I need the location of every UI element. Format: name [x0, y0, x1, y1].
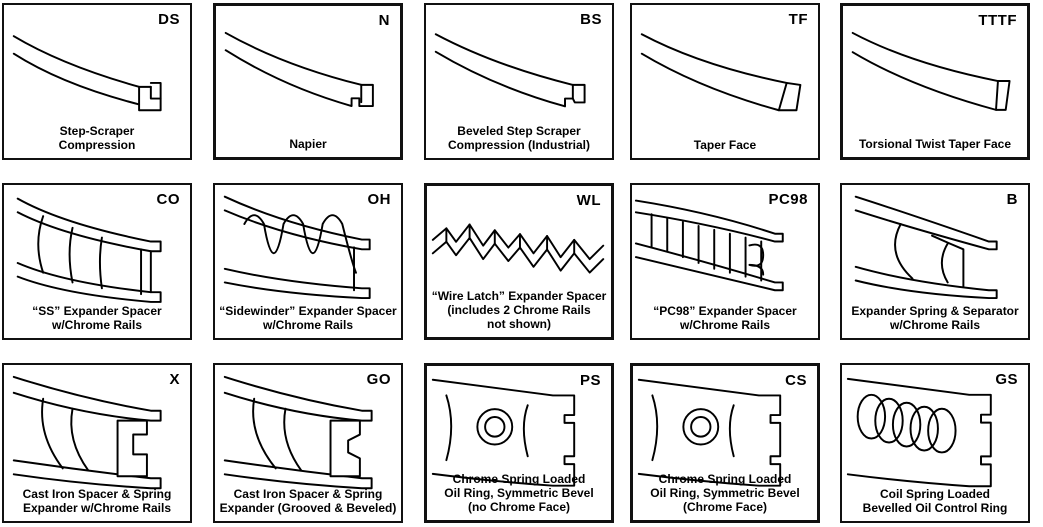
ring-caption-line: Cast Iron Spacer & Spring [233, 487, 383, 501]
ring-caption-line: Chrome Spring Loaded [452, 472, 586, 486]
ring-code: PS [579, 372, 601, 389]
ring-caption-line: Napier [289, 137, 327, 151]
ring-cross-section-drawing [634, 199, 784, 292]
ring-caption-line: w/Chrome Rails [679, 318, 771, 332]
ring-code: DS [158, 11, 180, 28]
ring-caption-line: w/Chrome Rails [51, 318, 143, 332]
ring-caption-line: “Sidewinder” Expander Spacer [219, 304, 397, 318]
ring-caption-line: Compression [58, 138, 136, 152]
ring-card-n: N Napier [213, 3, 403, 160]
ring-caption-line: Expander (Grooved & Beveled) [219, 501, 397, 515]
ring-card-tf: TF Taper Face [630, 3, 820, 160]
ring-caption-line: Coil Spring Loaded [880, 487, 990, 501]
ring-caption-line: Step-Scraper [59, 124, 135, 138]
ring-caption-line: Taper Face [693, 138, 757, 152]
ring-cross-section-drawing [637, 378, 782, 487]
ring-caption: Napier [220, 137, 396, 151]
ring-code: B [1006, 191, 1018, 208]
ring-code: OH [367, 191, 391, 208]
ring-caption-line: Compression (Industrial) [447, 138, 590, 152]
ring-cross-section-drawing [12, 375, 162, 490]
ring-caption: Torsional Twist Taper Face [847, 137, 1023, 151]
ring-caption: Taper Face [636, 138, 814, 152]
ring-caption-line: Torsional Twist Taper Face [858, 137, 1012, 151]
ring-cross-section-drawing [854, 195, 998, 300]
ring-caption-line: Expander Spring & Separator [851, 304, 1019, 318]
ring-caption-line: Oil Ring, Symmetric Bevel [650, 486, 800, 500]
ring-caption-line: Cast Iron Spacer & Spring [22, 487, 172, 501]
ring-caption-line: “PC98” Expander Spacer [653, 304, 797, 318]
ring-card-tttf: TTTF Torsional Twist Taper Face [840, 3, 1030, 160]
ring-card-wl: WL “Wire Latch” Expander Spacer(includes … [424, 183, 614, 340]
ring-code: WL [576, 192, 601, 209]
ring-code: GS [995, 371, 1018, 388]
ring-cross-section-drawing [640, 33, 802, 112]
ring-caption-line: Expander w/Chrome Rails [22, 501, 172, 515]
ring-caption-line: Beveled Step Scraper [457, 124, 581, 138]
ring-code: N [378, 12, 390, 29]
ring-cross-section-drawing [434, 33, 586, 108]
ring-cross-section-drawing [12, 35, 162, 112]
ring-caption-line: “SS” Expander Spacer [32, 304, 162, 318]
ring-code: BS [580, 11, 602, 28]
ring-cross-section-drawing [16, 197, 162, 303]
ring-cross-section-drawing [431, 223, 605, 274]
ring-cross-section-drawing [224, 31, 374, 107]
ring-caption-line: (no Chrome Face) [467, 500, 570, 514]
ring-code: CS [785, 372, 807, 389]
ring-caption: “Wire Latch” Expander Spacer(includes 2 … [431, 289, 607, 331]
ring-caption-line: “Wire Latch” Expander Spacer [431, 289, 607, 303]
ring-caption-line: w/Chrome Rails [889, 318, 981, 332]
ring-code: TF [788, 11, 808, 28]
ring-code: GO [366, 371, 391, 388]
ring-caption-line: Bevelled Oil Control Ring [862, 501, 1008, 515]
ring-caption-line: Chrome Spring Loaded [658, 472, 792, 486]
ring-code: TTTF [978, 12, 1017, 29]
ring-cross-section-drawing [431, 378, 576, 487]
ring-caption-line: Oil Ring, Symmetric Bevel [444, 486, 594, 500]
ring-code: CO [156, 191, 180, 208]
ring-caption-line: not shown) [487, 317, 551, 331]
ring-cross-section-drawing [851, 31, 1011, 111]
ring-caption-line: w/Chrome Rails [262, 318, 354, 332]
ring-caption-line: (Chrome Face) [682, 500, 768, 514]
ring-cross-section-drawing [846, 377, 992, 488]
ring-cross-section-drawing [223, 375, 373, 490]
ring-cross-section-drawing [223, 195, 371, 300]
ring-code: PC98 [768, 191, 808, 208]
ring-caption-line: (includes 2 Chrome Rails [447, 303, 591, 317]
ring-code: X [169, 371, 180, 388]
